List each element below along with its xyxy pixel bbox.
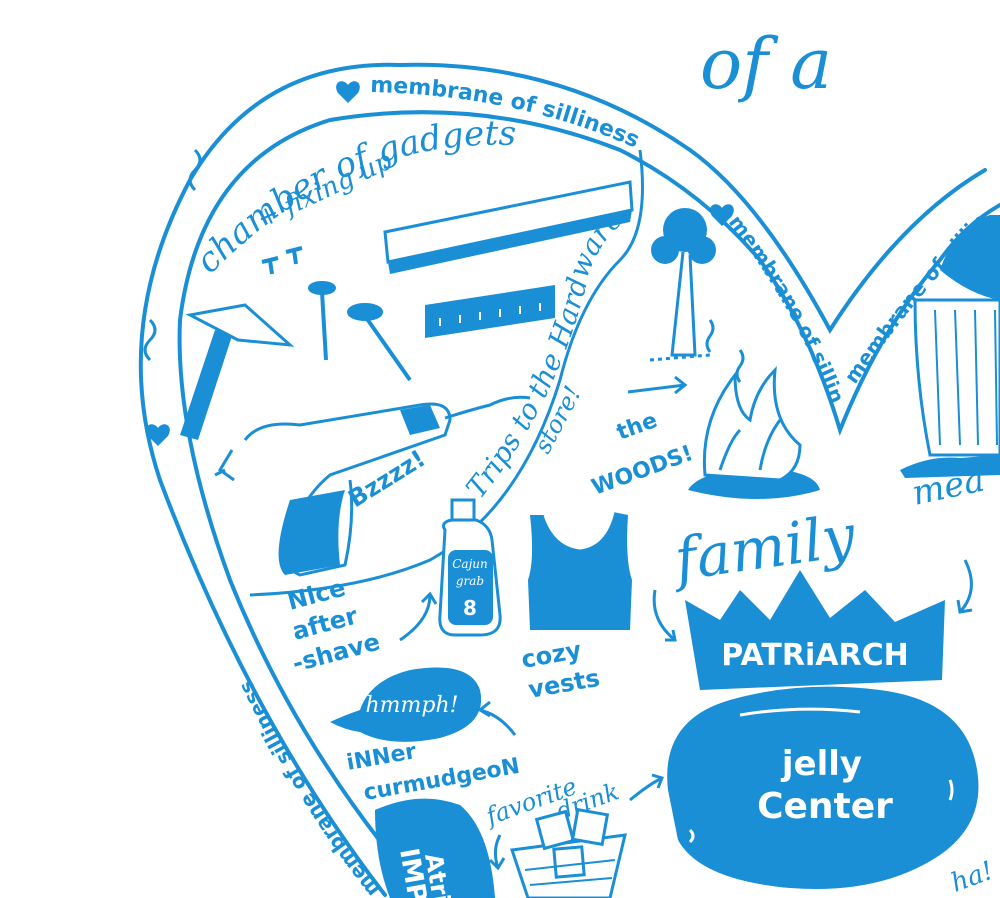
jelly-highlight	[739, 707, 861, 717]
curmudgeon-label-1: iNNer	[345, 739, 419, 776]
speech-bubble	[330, 667, 482, 742]
arrow-icon	[956, 559, 973, 614]
ha-label: ha!	[947, 856, 997, 898]
atrium-blob	[375, 798, 495, 898]
heart-icon	[146, 424, 170, 446]
figure-partial	[900, 215, 1000, 478]
heart-outline-outer	[138, 62, 987, 897]
campfire-icon	[688, 319, 820, 499]
hammer-icon	[180, 303, 295, 440]
family-label: family	[667, 501, 861, 594]
arrow-icon	[399, 591, 438, 642]
membrane-label-right-lower: membrane of silliness	[0, 0, 992, 388]
heart-outline-inner	[177, 110, 1000, 862]
bottle-label-1: Cajun	[452, 557, 488, 571]
bottle-label-3: 8	[463, 596, 477, 620]
woods-label-the: the	[614, 408, 661, 446]
glue-gun-icon	[214, 395, 531, 577]
patriarch-label: PATRiARCH	[721, 638, 908, 673]
heart-icon	[710, 204, 734, 226]
nails-icon	[261, 246, 412, 382]
speech-bubble-text: hmmph!	[366, 693, 459, 718]
jelly-center-blob	[667, 686, 979, 890]
arrow-icon	[477, 700, 517, 736]
tree-icon	[649, 208, 716, 362]
bottle-label-2: grab	[456, 574, 484, 588]
heart-icon	[336, 81, 360, 103]
jelly-label-2: Center	[757, 786, 893, 827]
drink-glass-icon	[510, 807, 627, 898]
title-fragment: of a	[700, 23, 832, 105]
aftershave-bottle-icon: Cajun grab 8	[438, 498, 502, 637]
jelly-label-1: jelly	[780, 744, 862, 784]
crown-icon	[685, 570, 945, 690]
squiggle-left-2	[143, 318, 157, 362]
jelly-highlight	[688, 779, 954, 844]
vest-icon	[528, 511, 632, 630]
arrow-icon	[488, 834, 506, 871]
woods-label: WOODS!	[589, 441, 697, 501]
arrow-icon	[627, 375, 688, 395]
arrow-icon	[652, 589, 677, 642]
chamber-divider	[249, 149, 644, 597]
ruler-icon	[383, 180, 634, 338]
arrow-icon	[629, 773, 665, 802]
squiggle-left-1	[188, 148, 202, 192]
